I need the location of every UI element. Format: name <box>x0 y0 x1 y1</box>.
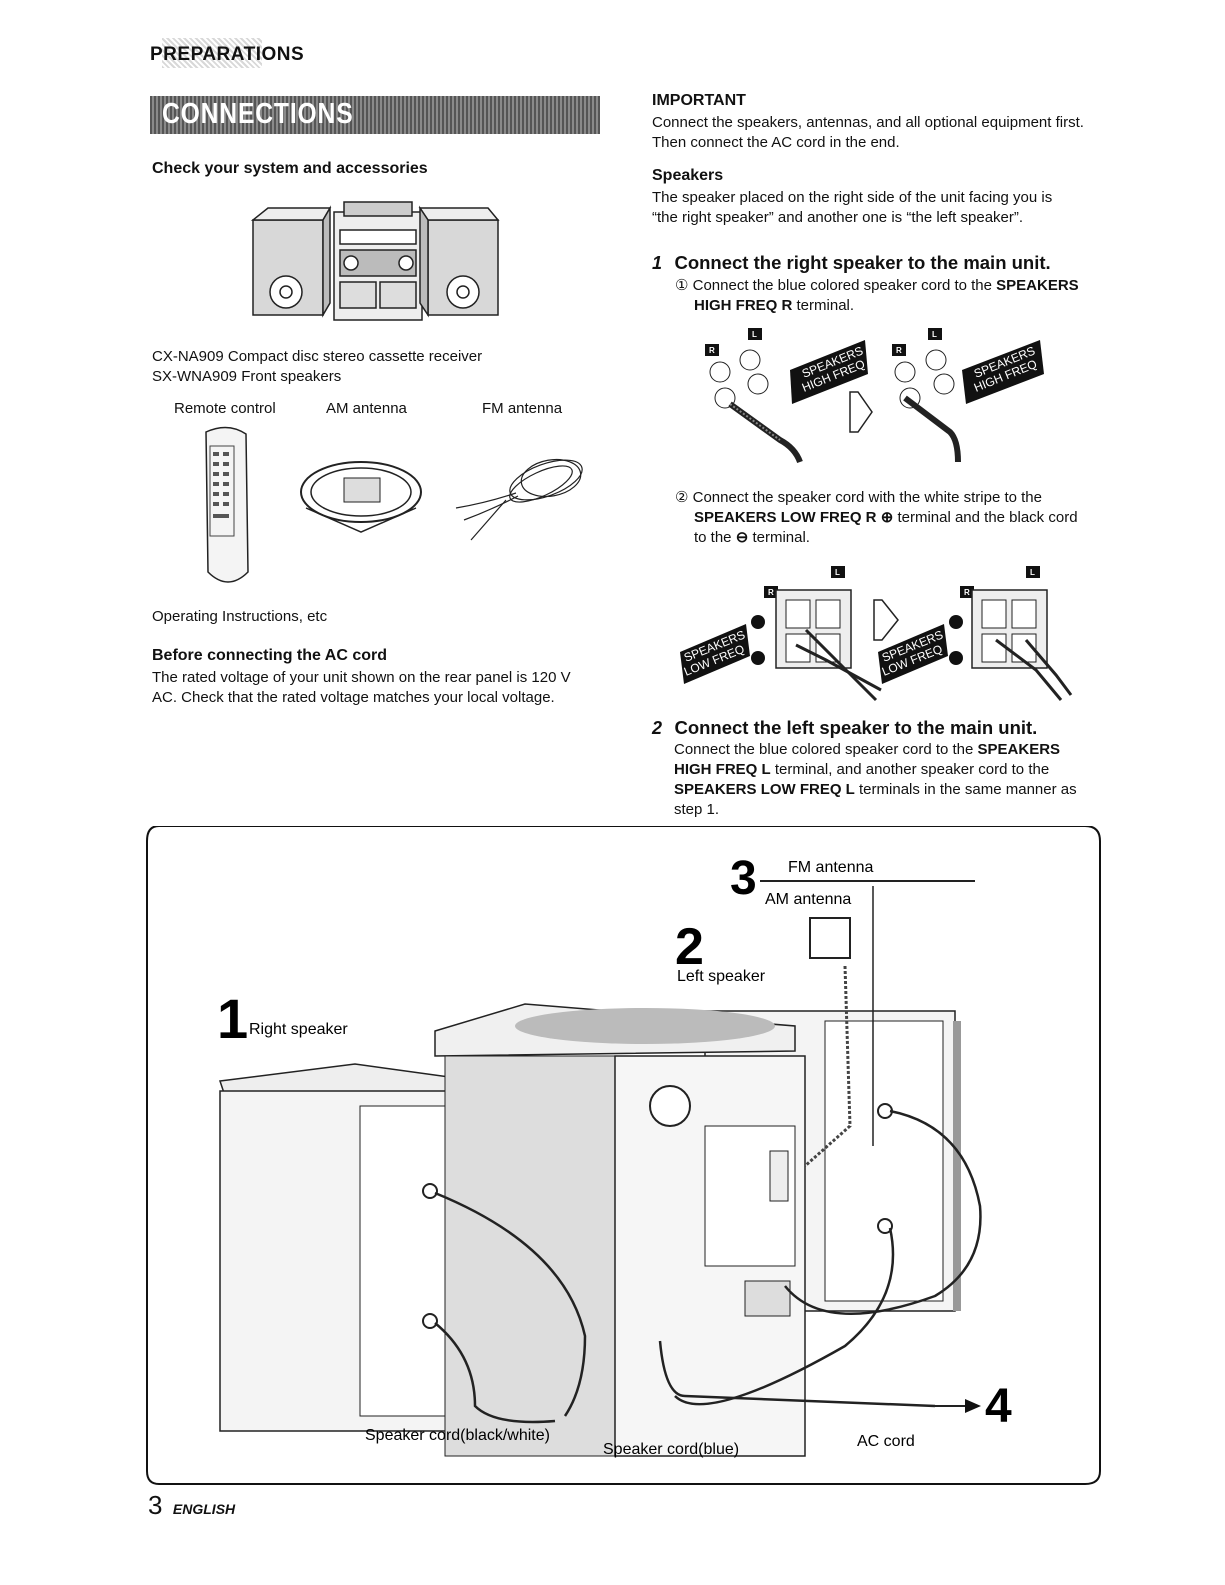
speakers-text-2: “the right speaker” and another one is “… <box>652 209 1024 226</box>
l-tag-2: L <box>932 330 937 339</box>
antenna-image <box>760 880 975 1168</box>
step-1b-line-1: ② Connect the speaker cord with the whit… <box>675 488 1042 508</box>
high-freq-terminal-diagram: R L SPEAKERS HIGH FREQ R L SPEAKERS HIGH… <box>705 328 1044 464</box>
step-1-diagram-number: 1 <box>217 987 248 1050</box>
l-tag-3: L <box>835 568 840 577</box>
low-freq-after: R L SPEAKERS LOW FREQ <box>878 566 1073 701</box>
step-1-heading: 1 Connect the right speaker to the main … <box>652 252 1051 274</box>
step-1b-tail: terminal and the black cord <box>897 509 1078 526</box>
accessory-am-label: AM antenna <box>326 400 407 417</box>
fm-antenna-label: FM antenna <box>788 859 873 876</box>
before-heading: Before connecting the AC cord <box>152 647 387 664</box>
step-2-line-3: SPEAKERS LOW FREQ L terminals in the sam… <box>674 780 1077 800</box>
page-footer: 3 ENGLISH <box>148 1490 235 1521</box>
page-number: 3 <box>148 1490 163 1520</box>
right-speaker-label: Right speaker <box>249 1021 348 1038</box>
step-3-number: 3 <box>730 852 757 905</box>
page-title: CONNECTIONS <box>162 98 354 130</box>
low-freq-before: R L SPEAKERS LOW FREQ <box>680 566 882 702</box>
fm-antenna-image <box>455 458 583 541</box>
important-heading: IMPORTANT <box>652 92 746 109</box>
step-2-number: 2 <box>652 718 663 738</box>
am-antenna-image <box>300 461 422 533</box>
accessory-fm-label: FM antenna <box>482 400 563 417</box>
accessory-remote-label: Remote control <box>174 400 276 417</box>
cord-blue-label: Speaker cord(blue) <box>603 1441 739 1458</box>
arrow-icon-2 <box>873 599 899 641</box>
before-text-2: AC. Check that the rated voltage matches… <box>152 689 555 706</box>
check-heading: Check your system and accessories <box>152 160 428 177</box>
step-2-line-2b: terminal, and another speaker cord to th… <box>774 761 1050 778</box>
step-1b-bold: SPEAKERS LOW FREQ R <box>694 509 877 526</box>
system-illustration <box>250 201 500 321</box>
step-1a-text: Connect the blue colored speaker cord to… <box>692 277 992 294</box>
step-1b-line-3a: to the <box>694 529 732 546</box>
speakers-text-1: The speaker placed on the right side of … <box>652 189 1053 206</box>
speakers-line: SX-WNA909 Front speakers <box>152 368 342 385</box>
remote-control-image <box>205 426 249 583</box>
step-1a-tail: terminal. <box>796 297 855 314</box>
section-tag-text: PREPARATIONS <box>150 44 305 65</box>
step-4-number: 4 <box>985 1380 1012 1433</box>
important-text-2: Then connect the AC cord in the end. <box>652 134 900 151</box>
connection-diagram: 3 FM antenna AM antenna 2 Left speaker 1… <box>146 826 1101 1485</box>
l-tag: L <box>752 330 757 339</box>
low-freq-terminal-diagram: R L SPEAKERS LOW FREQ R L SPEAKERS LOW F… <box>680 566 1073 702</box>
minus-icon: ⊖ <box>735 529 749 546</box>
step-2-line-2: HIGH FREQ L terminal, and another speake… <box>674 760 1049 780</box>
step-1b-line-2: SPEAKERS LOW FREQ R ⊕ terminal and the b… <box>694 508 1078 528</box>
before-text-1: The rated voltage of your unit shown on … <box>152 669 571 686</box>
step-2-line-3b: terminals in the same manner as <box>859 781 1077 798</box>
step-2-line-1b: SPEAKERS <box>977 741 1061 758</box>
section-tag: PREPARATIONS <box>150 38 305 68</box>
step-1a-bold-1: SPEAKERS <box>996 277 1079 294</box>
left-speaker-label: Left speaker <box>677 968 766 985</box>
plus-icon: ⊕ <box>880 509 894 526</box>
step-1a-mark: ① <box>675 277 689 294</box>
step-2-line-2a: HIGH FREQ L <box>674 761 771 778</box>
step-1a-line-1: ① Connect the blue colored speaker cord … <box>675 276 1079 296</box>
step-2-line-3a: SPEAKERS LOW FREQ L <box>674 781 855 798</box>
step-2-line-1: Connect the blue colored speaker cord to… <box>674 740 1060 760</box>
footer-language: ENGLISH <box>172 1501 236 1517</box>
r-tag-4: R <box>964 588 970 597</box>
r-tag: R <box>709 346 715 355</box>
step-2-title: Connect the left speaker to the main uni… <box>674 717 1038 738</box>
step-1b-line-3b: terminal. <box>752 529 810 546</box>
step-1a-line-2: HIGH FREQ R terminal. <box>694 296 854 316</box>
high-freq-after: R L SPEAKERS HIGH FREQ <box>892 328 1044 463</box>
step-2-heading: 2 Connect the left speaker to the main u… <box>652 717 1037 739</box>
high-freq-before: R L SPEAKERS HIGH FREQ <box>705 328 868 464</box>
speakers-heading: Speakers <box>652 167 724 184</box>
receiver-line: CX-NA909 Compact disc stereo cassette re… <box>152 348 483 365</box>
step-1a-bold-2: HIGH FREQ R <box>694 297 793 314</box>
step-2-line-1a: Connect the blue colored speaker cord to… <box>674 741 974 758</box>
arrow-icon <box>849 391 873 433</box>
step-1b-mark: ② <box>675 489 689 506</box>
arrow-right-icon <box>965 1399 981 1413</box>
ac-cord-label: AC cord <box>857 1433 915 1450</box>
step-1b-text: Connect the speaker cord with the white … <box>692 489 1042 506</box>
operating-instructions: Operating Instructions, etc <box>152 608 328 625</box>
main-unit-image <box>434 1003 806 1457</box>
r-tag-3: R <box>768 588 774 597</box>
diagram-frame <box>146 826 1101 1485</box>
step-1-title: Connect the right speaker to the main un… <box>674 252 1051 273</box>
important-text-1: Connect the speakers, antennas, and all … <box>652 114 1084 131</box>
am-antenna-label: AM antenna <box>765 891 851 908</box>
step-1b-line-3: to the ⊖ terminal. <box>694 528 810 548</box>
r-tag-2: R <box>896 346 902 355</box>
step-2-line-4: step 1. <box>674 801 720 818</box>
step-2-diagram-number: 2 <box>675 918 704 976</box>
l-tag-4: L <box>1030 568 1035 577</box>
speaker-cords <box>434 1109 982 1424</box>
cord-bw-label: Speaker cord(black/white) <box>365 1427 550 1444</box>
page-title-banner: CONNECTIONS <box>150 96 600 134</box>
step-1-number: 1 <box>652 253 663 273</box>
